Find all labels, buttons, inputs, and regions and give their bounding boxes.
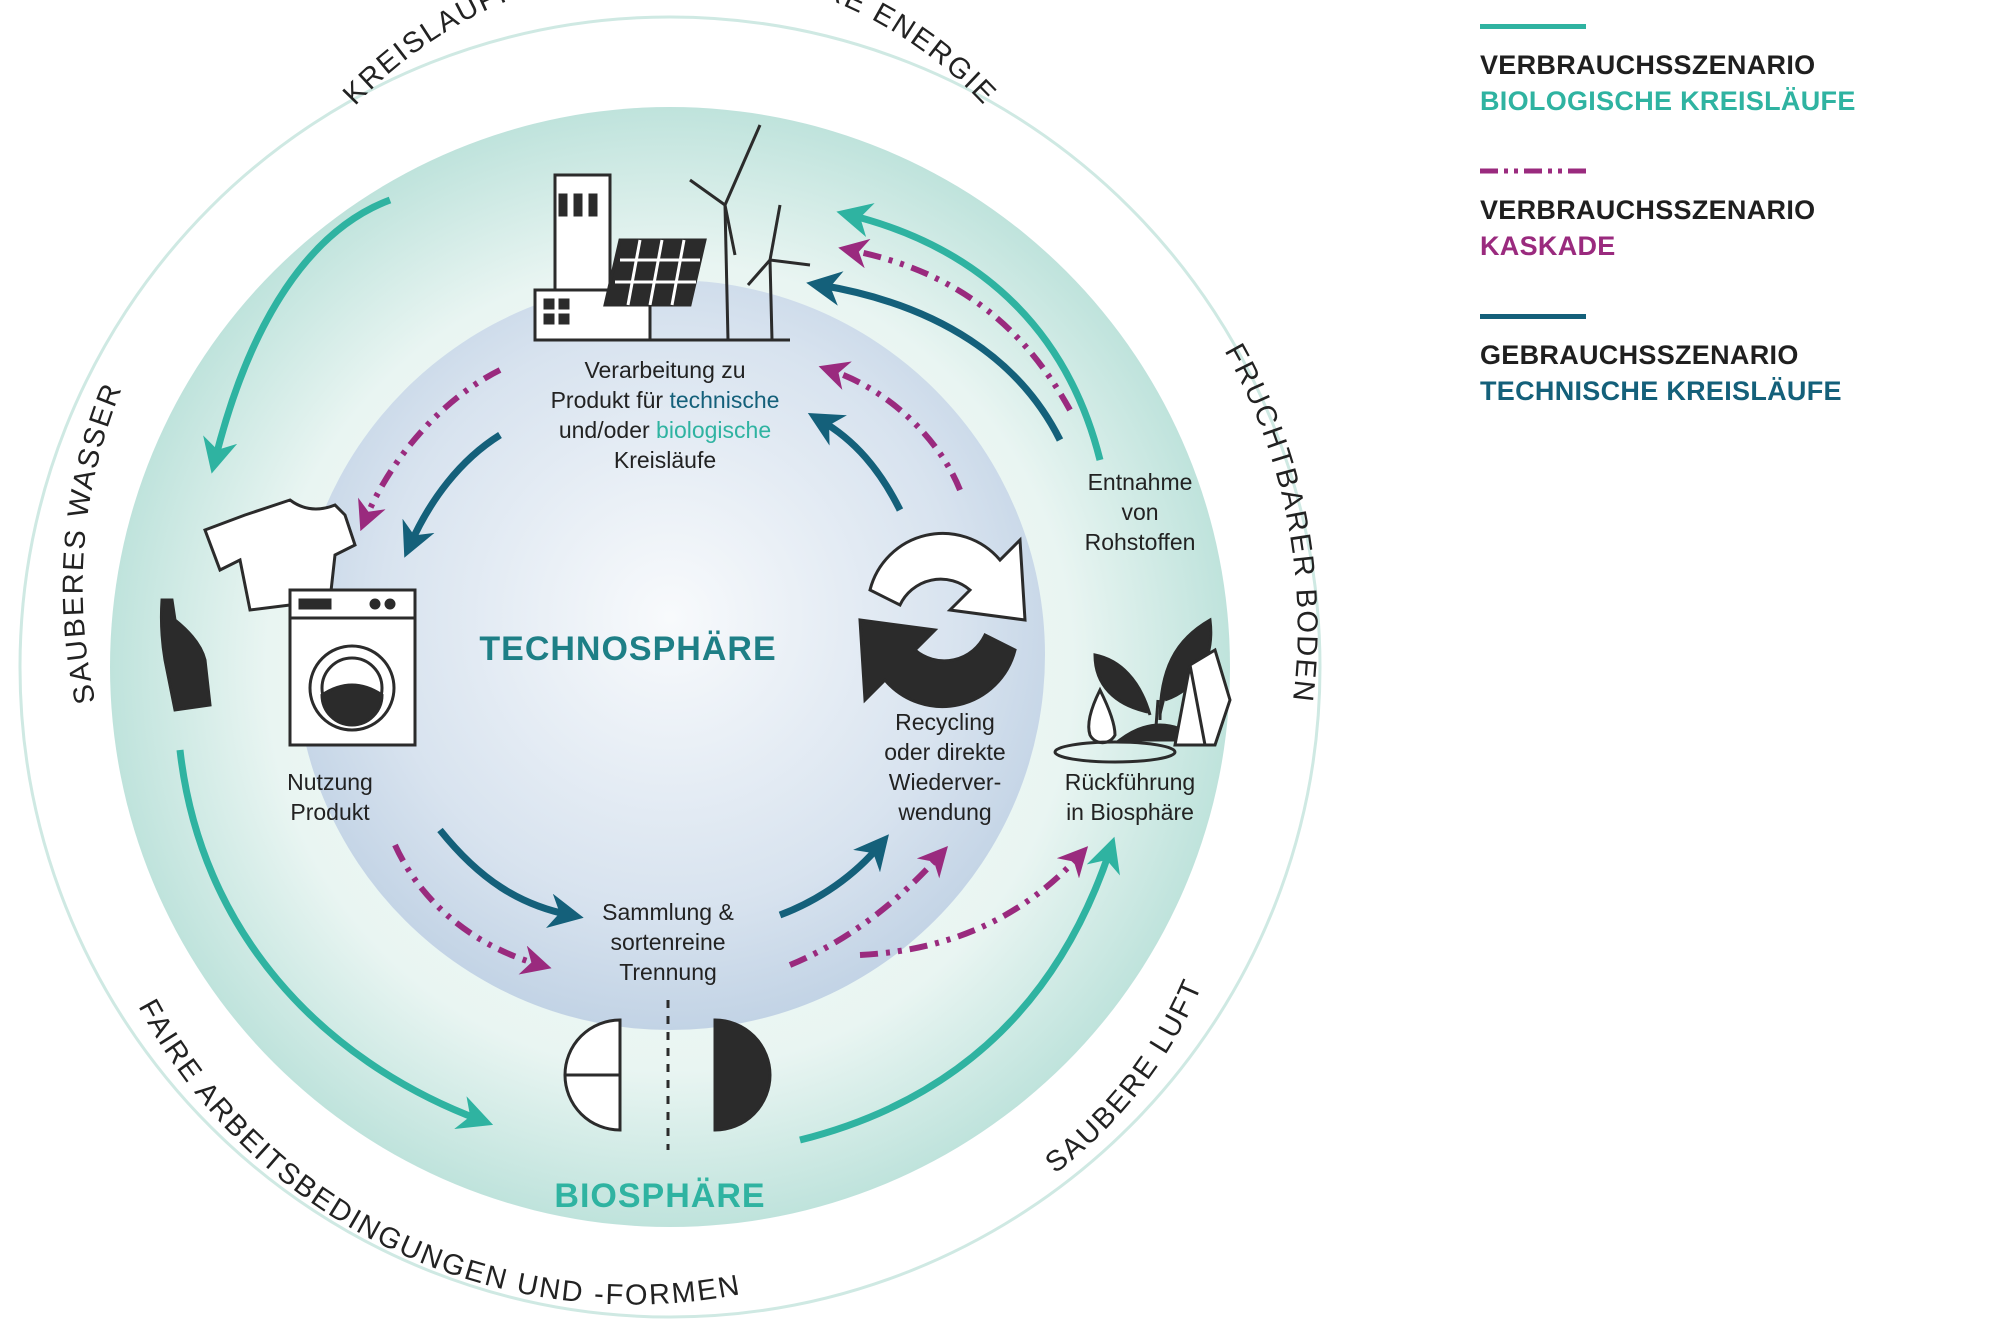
outer-ring xyxy=(18,15,1322,1319)
svg-text:Sammlung &: Sammlung & xyxy=(602,899,734,925)
arrow-cascade-to-usage xyxy=(358,367,502,532)
legend-item-biological: VERBRAUCHSSZENARIO BIOLOGISCHE KREISLÄUF… xyxy=(1480,24,1980,169)
legend-title: VERBRAUCHSSZENARIO xyxy=(1480,195,1816,225)
svg-text:Nutzung: Nutzung xyxy=(287,769,373,795)
arrow-bio-to-usage xyxy=(203,196,392,474)
factory-solar-wind-icon xyxy=(533,124,811,342)
svg-text:von: von xyxy=(1121,499,1158,525)
arrow-bio-to-biosphere xyxy=(176,749,494,1130)
recycling-arrows-icon xyxy=(858,531,1027,709)
svg-text:Trennung: Trennung xyxy=(619,959,717,985)
collection-label: Sammlung & sortenreine Trennung xyxy=(602,899,734,985)
legend-title: GEBRAUCHSSZENARIO xyxy=(1480,340,1799,370)
arrow-tech-to-collection xyxy=(437,827,584,929)
bottle-icon xyxy=(159,598,212,712)
return-label: Rückführung in Biosphäre xyxy=(1065,769,1195,825)
arrow-cascade-outer xyxy=(838,238,1073,412)
arrow-bio-extraction xyxy=(836,203,1104,461)
legend-item-cascade: VERBRAUCHSSZENARIO KASKADE xyxy=(1480,168,1980,314)
washing-machine-icon xyxy=(288,588,417,747)
svg-text:Verarbeitung zu: Verarbeitung zu xyxy=(584,357,745,383)
svg-text:wendung: wendung xyxy=(897,799,991,825)
svg-text:in Biosphäre: in Biosphäre xyxy=(1066,799,1194,825)
legend-line-magenta xyxy=(1480,168,1586,174)
usage-label: Nutzung Produkt xyxy=(287,769,373,825)
svg-text:Recycling: Recycling xyxy=(895,709,995,735)
svg-text:Kreisläufe: Kreisläufe xyxy=(614,447,716,473)
arrow-tech-to-recycling xyxy=(778,834,889,919)
svg-text:Rohstoffen: Rohstoffen xyxy=(1085,529,1196,555)
svg-text:Produkt: Produkt xyxy=(290,799,370,825)
arrow-cascade-to-processing xyxy=(818,361,963,492)
technosphere-label: TECHNOSPHÄRE xyxy=(479,630,776,668)
recycling-label: Recycling oder direkte Wiederver- wendun… xyxy=(884,709,1005,825)
legend-subtitle: KASKADE xyxy=(1480,231,1616,261)
svg-text:Wiederver-: Wiederver- xyxy=(889,769,1001,795)
svg-text:Rückführung: Rückführung xyxy=(1065,769,1195,795)
svg-text:oder direkte: oder direkte xyxy=(884,739,1005,765)
legend-line-teal xyxy=(1480,24,1586,29)
arrow-tech-to-processing xyxy=(807,413,904,512)
legend-subtitle: BIOLOGISCHE KREISLÄUFE xyxy=(1480,86,1856,116)
legend-line-petrol xyxy=(1480,314,1586,319)
legend-subtitle: TECHNISCHE KREISLÄUFE xyxy=(1480,376,1842,406)
legend-title: VERBRAUCHSSZENARIO xyxy=(1480,50,1816,80)
ring-label-right: FRUCHTBARER BODEN xyxy=(1218,339,1323,705)
arrow-bio-to-return xyxy=(799,836,1120,1144)
svg-text:Entnahme: Entnahme xyxy=(1088,469,1193,495)
svg-text:Produkt für technische: Produkt für technische xyxy=(551,387,780,413)
extraction-label: Entnahme von Rohstoffen xyxy=(1085,469,1196,555)
processing-label: Verarbeitung zu Produkt für technische u… xyxy=(551,357,780,473)
svg-text:und/oder biologische: und/oder biologische xyxy=(559,417,771,443)
legend: VERBRAUCHSSZENARIO BIOLOGISCHE KREISLÄUF… xyxy=(1480,24,1980,459)
arrow-tech-outer xyxy=(806,271,1064,442)
tshirt-icon xyxy=(203,498,357,612)
biosphere-label: BIOSPHÄRE xyxy=(554,1177,765,1215)
arrow-tech-to-usage xyxy=(402,432,502,558)
plant-crystal-icon xyxy=(1053,617,1232,764)
arrow-cascade-to-recycling xyxy=(788,846,948,968)
svg-text:sortenreine: sortenreine xyxy=(610,929,725,955)
legend-item-technical: GEBRAUCHSSZENARIO TECHNISCHE KREISLÄUFE xyxy=(1480,314,1980,459)
half-circle-black-icon xyxy=(713,1018,772,1132)
